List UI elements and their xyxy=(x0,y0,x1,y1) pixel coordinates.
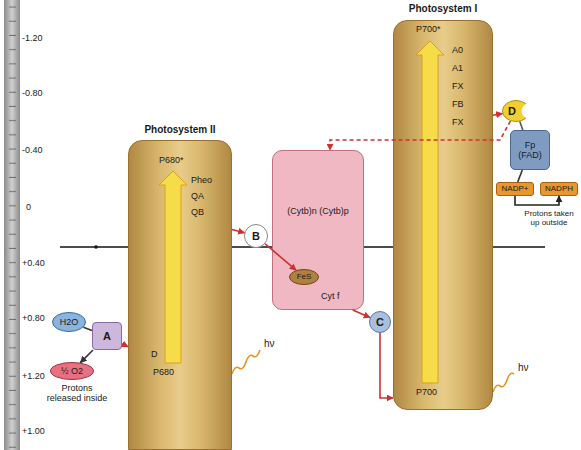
axis-value: +0.80 xyxy=(22,314,45,324)
photosystem-band-shape xyxy=(129,141,233,450)
connector xyxy=(80,350,93,363)
connector xyxy=(520,122,523,130)
node-label: NADPH xyxy=(545,184,573,193)
component-label: P700 xyxy=(416,387,437,397)
light-squiggle xyxy=(493,373,514,392)
band-title: Photosystem II xyxy=(109,124,251,136)
node-label: (FAD) xyxy=(518,150,542,160)
component-label: Cyt f xyxy=(321,291,340,301)
cytochrome-complex: FeS(Cytb)n (Cytb)pCyt f xyxy=(272,150,364,310)
molecule-box: NADP+ xyxy=(496,182,534,196)
component-label: QB xyxy=(191,207,204,217)
component-label: A0 xyxy=(452,45,463,55)
node-label: Fp xyxy=(525,140,536,150)
photosystem-band: Photosystem IP700*A0A1FXFBFXP700 xyxy=(393,20,493,410)
connector xyxy=(265,244,296,270)
node-label: FeS xyxy=(297,272,312,281)
fes-oval: FeS xyxy=(289,269,319,285)
component-label: D xyxy=(151,349,158,359)
component-label: Pheo xyxy=(191,175,212,185)
band-title: Photosystem I xyxy=(374,3,512,15)
light-symbol: hν xyxy=(518,362,529,373)
axis-value: +0.40 xyxy=(22,259,45,269)
connector xyxy=(83,327,92,330)
shape-outline xyxy=(245,225,268,248)
connector xyxy=(515,196,559,205)
water-splitting-box: A xyxy=(92,322,122,350)
component-label: FX xyxy=(452,81,464,91)
node-label: D xyxy=(508,105,516,118)
enzyme-box: Fp(FAD) xyxy=(510,130,550,170)
connector xyxy=(122,344,128,347)
energy-arrow xyxy=(416,41,444,383)
connector xyxy=(518,170,523,182)
component-label: P680* xyxy=(159,155,184,165)
ferredoxin-crescent: D xyxy=(502,100,530,122)
note: Protons taken up outside xyxy=(520,210,578,228)
shape-outline xyxy=(51,363,94,380)
photosystem-band-shape xyxy=(394,21,494,411)
molecule-box: NADPH xyxy=(540,182,578,196)
photosystem-band: Photosystem IIP680*PheoQAQBDP680 xyxy=(128,140,232,450)
connector xyxy=(353,310,370,318)
axis-value: -1.20 xyxy=(22,34,43,44)
node-label: B xyxy=(252,230,260,243)
connector xyxy=(380,333,393,398)
node-label: H2O xyxy=(60,317,79,327)
node-label: C xyxy=(376,316,384,329)
node-label: A xyxy=(103,330,111,343)
potential-scale-bar xyxy=(4,0,20,450)
axis-value: +1.00 xyxy=(22,427,45,437)
component-label: FB xyxy=(452,99,464,109)
energy-arrow xyxy=(159,171,187,363)
scale-ticks xyxy=(4,0,20,450)
connector xyxy=(330,121,510,150)
axis-value: -0.80 xyxy=(22,89,43,99)
shape-outline xyxy=(290,270,319,285)
note: Protons released inside xyxy=(44,384,110,404)
water-molecule: H2O xyxy=(52,312,86,332)
crescent-bite xyxy=(522,104,537,119)
node-label: ½ O2 xyxy=(61,366,83,376)
component-label: P680 xyxy=(153,367,174,377)
axis-value: +1.20 xyxy=(22,372,45,382)
component-label: A1 xyxy=(452,63,463,73)
carrier-circle: C xyxy=(369,311,391,333)
connector xyxy=(232,229,244,232)
component-label: FX xyxy=(452,117,464,127)
shape-outline xyxy=(53,313,86,332)
light-symbol: hν xyxy=(264,338,275,349)
shape-outline xyxy=(370,312,391,333)
node-label: NADP+ xyxy=(502,184,529,193)
light-squiggle xyxy=(232,350,260,374)
component-label: P700* xyxy=(416,24,441,34)
component-label: QA xyxy=(191,191,204,201)
component-label: (Cytb)n (Cytb)p xyxy=(253,206,383,216)
zero-line-dot xyxy=(94,245,98,249)
connector xyxy=(493,114,502,116)
oxygen-molecule: ½ O2 xyxy=(50,362,94,380)
axis-value: -0.40 xyxy=(22,146,43,156)
carrier-circle: B xyxy=(244,224,268,248)
axis-value: 0 xyxy=(26,203,31,213)
ferredoxin-crescent-shape xyxy=(502,100,530,122)
